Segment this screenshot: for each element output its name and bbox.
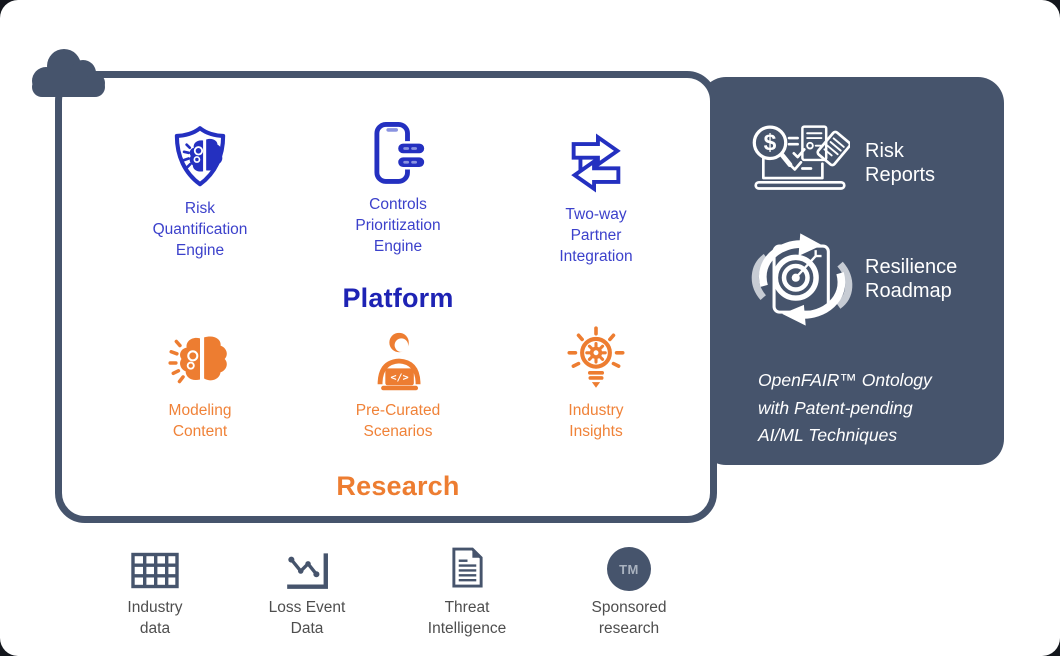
- source-label: Threat Intelligence: [427, 599, 507, 637]
- data-table-icon: [131, 552, 179, 589]
- research-heading: Research: [336, 471, 460, 501]
- source-industry-data: Industry data: [77, 545, 233, 639]
- lightbulb-gear-icon: [567, 326, 625, 388]
- dollar-glyph: $: [764, 129, 777, 155]
- resilience-roadmap-label: Resilience Roadmap: [865, 256, 958, 302]
- platform-item-risk-quantification: Risk Quantification Engine: [115, 118, 285, 261]
- brain-gears-icon: [168, 336, 227, 384]
- research-item-pre-curated-scenarios: </> Pre-Curated Scenarios: [313, 322, 483, 442]
- source-label: Sponsored research: [591, 599, 667, 637]
- openfair-note: OpenFAIR™ Ontology with Patent-pending A…: [758, 370, 932, 445]
- research-item-modeling-content: Modeling Content: [115, 322, 285, 442]
- source-label: Loss Event Data: [268, 599, 346, 637]
- research-item-label: Industry Insights: [568, 402, 624, 440]
- platform-item-controls-prioritization: Controls Prioritization Engine: [313, 114, 483, 257]
- source-threat-intelligence: Threat Intelligence: [389, 545, 545, 639]
- platform-item-two-way-integration: Two-way Partner Integration: [511, 122, 681, 267]
- shield-brain-icon: [174, 126, 226, 187]
- research-item-industry-insights: Industry Insights: [511, 322, 681, 442]
- phone-controls-icon: [374, 122, 427, 184]
- tm-badge-icon: TM: [607, 547, 651, 591]
- platform-item-label: Two-way Partner Integration: [559, 206, 633, 265]
- risk-reports-label: Risk Reports: [865, 140, 936, 186]
- code-glyph: </>: [391, 373, 409, 384]
- platform-item-label: Controls Prioritization Engine: [355, 196, 441, 255]
- analyst-laptop-icon: </>: [377, 332, 421, 391]
- risk-reports-icon: $: [752, 125, 850, 190]
- source-label: Industry data: [127, 599, 183, 637]
- platform-heading: Platform: [342, 283, 454, 313]
- research-item-label: Pre-Curated Scenarios: [355, 402, 441, 440]
- threat-document-icon: [451, 547, 483, 588]
- source-loss-event-data: Loss Event Data: [229, 545, 385, 639]
- side-panel: [700, 77, 1004, 465]
- loss-chart-icon: [287, 553, 328, 589]
- cloud-icon: [32, 49, 105, 97]
- two-way-arrows-icon: [571, 133, 621, 193]
- research-item-label: Modeling Content: [168, 402, 232, 440]
- source-sponsored-research: TM Sponsored research: [551, 545, 707, 639]
- platform-research-card: [55, 71, 717, 523]
- platform-item-label: Risk Quantification Engine: [152, 200, 248, 259]
- resilience-roadmap-icon: [751, 233, 853, 326]
